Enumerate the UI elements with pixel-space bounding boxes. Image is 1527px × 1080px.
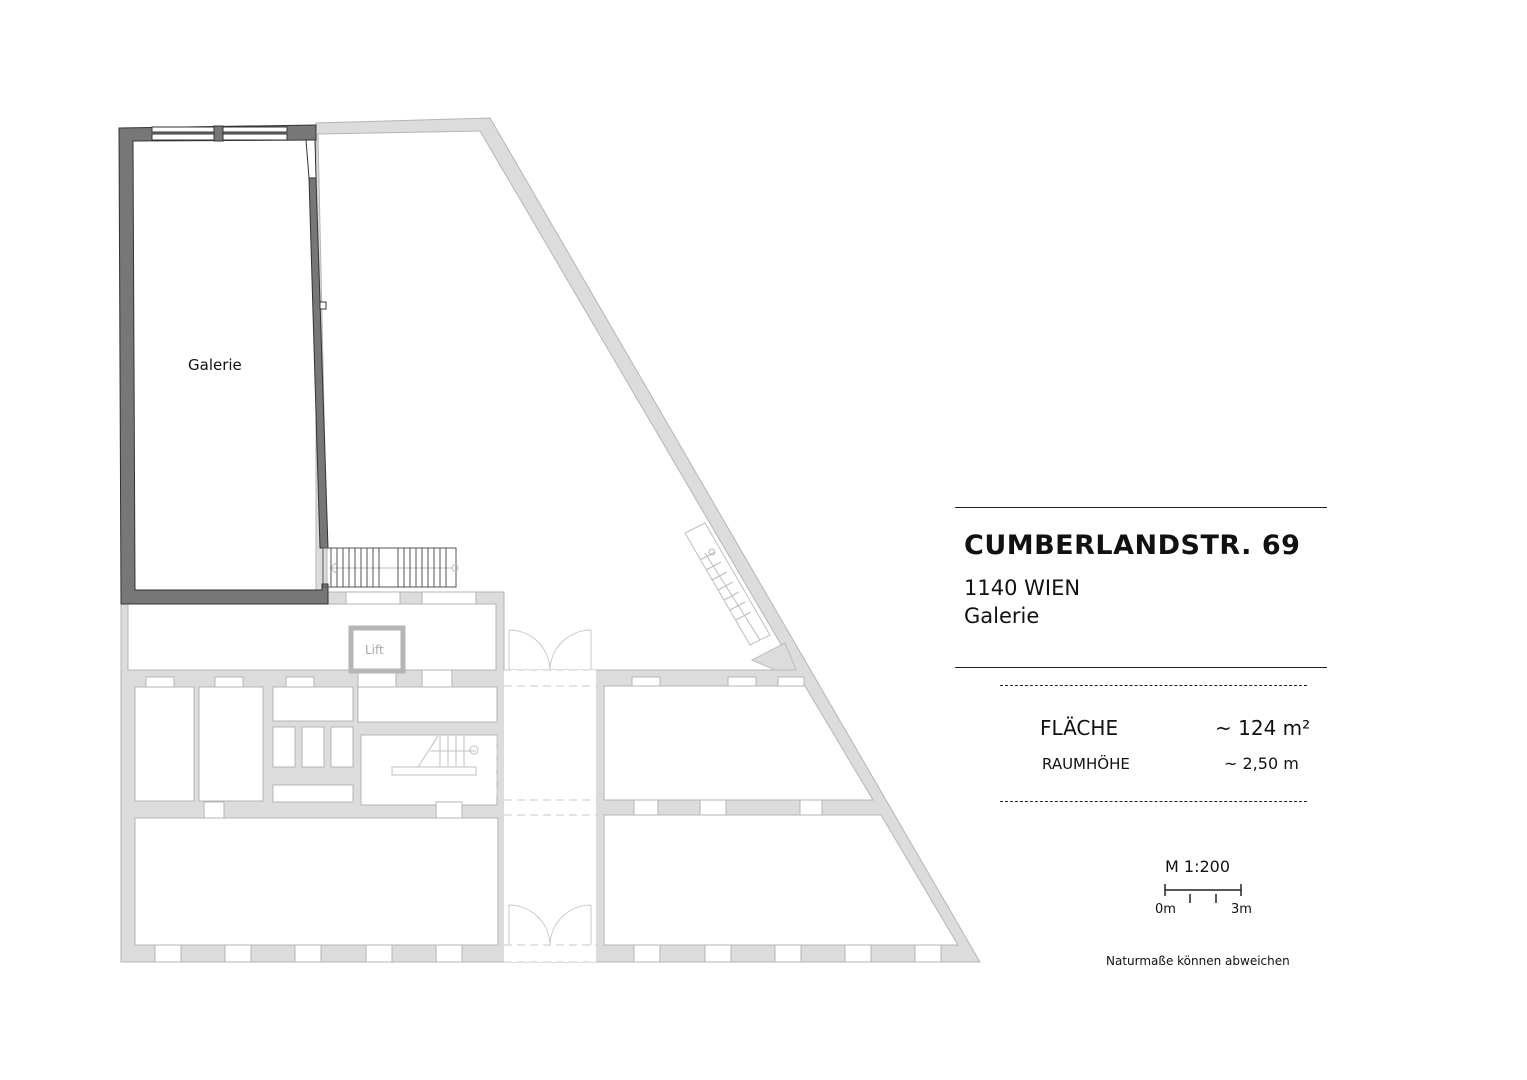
- scale-start: 0m: [1155, 902, 1176, 917]
- scale-bar: [1164, 884, 1242, 903]
- courtyard: [317, 130, 797, 671]
- inner-staircase: [391, 735, 479, 776]
- lower-rooms: [127, 603, 959, 962]
- dashed-divider-bottom: [1000, 801, 1307, 802]
- divider-top: [955, 507, 1327, 508]
- height-value: ~ 2,50 m: [1224, 754, 1299, 773]
- door-icon: [508, 904, 592, 946]
- door-icon: [508, 629, 592, 671]
- courtyard-staircase: [684, 522, 797, 671]
- scale-label: M 1:200: [1165, 857, 1230, 876]
- galerie-windows: [151, 126, 327, 310]
- unit-name: Galerie: [964, 604, 1040, 628]
- room-label-galerie: Galerie: [188, 356, 242, 374]
- height-label: RAUMHÖHE: [1042, 755, 1130, 773]
- lift-shaft: [348, 625, 406, 674]
- city: 1140 WIEN: [964, 576, 1081, 600]
- address-title: CUMBERLANDSTR. 69: [964, 530, 1301, 561]
- galerie-staircase: [322, 547, 459, 588]
- divider-bottom: [955, 667, 1327, 668]
- windows: [145, 591, 942, 963]
- disclaimer: Naturmaße können abweichen: [1106, 954, 1290, 968]
- entrance-passage: [496, 629, 596, 963]
- lift-label: Lift: [365, 643, 384, 657]
- scale-end: 3m: [1231, 902, 1252, 917]
- area-value: ~ 124 m²: [1215, 716, 1311, 740]
- area-label: FLÄCHE: [1040, 716, 1119, 740]
- dashed-divider-top: [1000, 685, 1307, 686]
